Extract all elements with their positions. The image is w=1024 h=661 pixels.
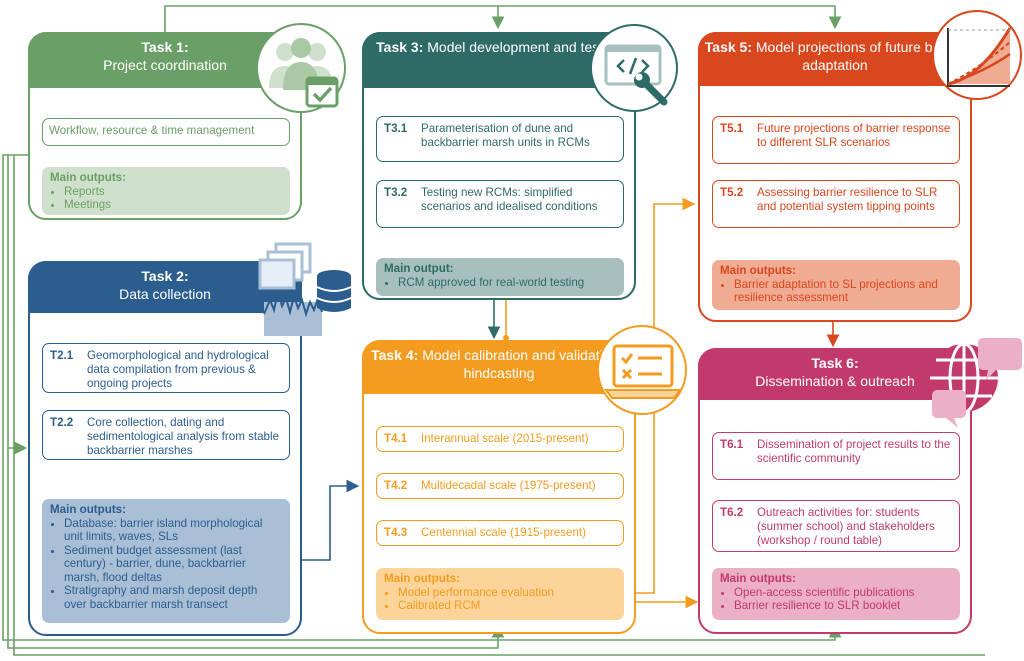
- task-1-output-item: Reports: [64, 185, 282, 199]
- task-2-outputs-title: Main outputs:: [50, 503, 126, 516]
- task-6-output-item: Open-access scientific publications: [734, 586, 952, 600]
- projection-graph-icon: [932, 10, 1022, 100]
- task-2-subtask-1: T2.1 Geomorphological and hydrological d…: [42, 343, 290, 393]
- team-calendar-icon: [256, 23, 346, 113]
- task-3-subtask-1: T3.1 Parameterisation of dune and backba…: [376, 116, 624, 162]
- subtask-code: T6.1: [720, 438, 744, 451]
- checklist-laptop-icon: [597, 325, 687, 415]
- subtask-text: Interannual scale (2015-present): [421, 432, 589, 445]
- task-1-title: Project coordination: [103, 57, 227, 73]
- task-1-subtask: Workflow, resource & time management: [42, 118, 290, 146]
- subtask-code: T5.1: [720, 122, 744, 135]
- task-3-card: Task 3: Model development and testing T3…: [362, 32, 636, 300]
- task-4-card: Task 4: Model calibration and validation…: [362, 340, 636, 634]
- subtask-code: T2.2: [50, 416, 74, 429]
- task-4-outputs-title: Main outputs:: [384, 572, 460, 585]
- task-4-header: Task 4: Model calibration and validation…: [362, 340, 636, 394]
- subtask-code: T3.1: [384, 122, 408, 135]
- task-2-outputs: Main outputs: Database: barrier island m…: [42, 499, 290, 623]
- task-5-subtask-2: T5.2 Assessing barrier resilience to SLR…: [712, 180, 960, 228]
- task-3-outputs-title: Main output:: [384, 262, 454, 275]
- task-1-label: Task 1:: [141, 39, 189, 55]
- globe-chat-icon: [930, 338, 1022, 428]
- task-6-outputs: Main outputs: Open-access scientific pub…: [712, 568, 960, 620]
- task-6-label: Task 6:: [811, 355, 859, 371]
- code-wrench-icon: [590, 24, 678, 112]
- subtask-text: Multidecadal scale (1975-present): [421, 479, 596, 492]
- subtask-text: Assessing barrier resilience to SLR and …: [757, 186, 938, 213]
- task-2-subtask-2: T2.2 Core collection, dating and sedimen…: [42, 410, 290, 460]
- task-5-header: Task 5: Model projections of future barr…: [698, 32, 972, 86]
- subtask-text: Centennial scale (1915-present): [421, 526, 586, 539]
- task-6-output-item: Barrier resilience to SLR booklet: [734, 599, 952, 613]
- database-chart-icon: [258, 242, 352, 336]
- subtask-text: Dissemination of project results to the …: [757, 438, 951, 465]
- task-1-outputs-title: Main outputs:: [50, 171, 126, 184]
- task-3-label: Task 3:: [376, 39, 424, 55]
- task-5-output-item: Barrier adaptation to SL projections and…: [734, 278, 952, 305]
- subtask-code: T5.2: [720, 186, 744, 199]
- subtask-text: Geomorphological and hydrological data c…: [87, 349, 269, 390]
- task-3-header: Task 3: Model development and testing: [362, 32, 636, 88]
- task-4-title: Model calibration and validation - hindc…: [422, 347, 627, 381]
- task-6-outputs-title: Main outputs:: [720, 572, 796, 585]
- task-5-title: Model projections of future barrier adap…: [755, 39, 966, 73]
- task-5-outputs: Main outputs: Barrier adaptation to SL p…: [712, 260, 960, 310]
- task-6-card: Task 6: Dissemination & outreach T6.1 Di…: [698, 348, 972, 634]
- subtask-code: T4.3: [384, 526, 408, 539]
- subtask-text: Core collection, dating and sedimentolog…: [87, 416, 280, 457]
- task-4-subtask-1: T4.1 Interannual scale (2015-present): [376, 426, 624, 452]
- task-4-subtask-2: T4.2 Multidecadal scale (1975-present): [376, 473, 624, 499]
- task-3-outputs: Main output: RCM approved for real-world…: [376, 258, 624, 296]
- task-5-outputs-title: Main outputs:: [720, 264, 796, 277]
- task-5-card: Task 5: Model projections of future barr…: [698, 32, 972, 322]
- task-2-output-item: Sediment budget assessment (last century…: [64, 544, 282, 585]
- task-6-title: Dissemination & outreach: [755, 373, 915, 389]
- subtask-text: Parameterisation of dune and backbarrier…: [421, 122, 590, 149]
- task-2-label: Task 2:: [141, 268, 189, 284]
- task-6-header: Task 6: Dissemination & outreach: [698, 348, 972, 400]
- task-2-output-item: Stratigraphy and marsh deposit depth ove…: [64, 584, 282, 611]
- subtask-code: T6.2: [720, 506, 744, 519]
- task-4-output-item: Calibrated RCM: [398, 599, 616, 613]
- task-5-subtask-1: T5.1 Future projections of barrier respo…: [712, 116, 960, 164]
- task-4-label: Task 4:: [371, 347, 419, 363]
- task-2-title: Data collection: [119, 286, 211, 302]
- subtask-code: T4.2: [384, 479, 408, 492]
- subtask-text: Outreach activities for: students (summe…: [757, 506, 935, 547]
- task-2-output-item: Database: barrier island morphological u…: [64, 517, 282, 544]
- task-6-subtask-1: T6.1 Dissemination of project results to…: [712, 432, 960, 480]
- task-4-subtask-3: T4.3 Centennial scale (1915-present): [376, 520, 624, 546]
- task-3-output-item: RCM approved for real-world testing: [398, 276, 616, 290]
- subtask-text: Future projections of barrier response t…: [757, 122, 951, 149]
- task-2-card: Task 2: Data collection T2.1 Geomorpholo…: [28, 261, 302, 636]
- task-1-subtask-text: Workflow, resource & time management: [49, 124, 255, 137]
- task-1-outputs: Main outputs: Reports Meetings: [42, 167, 290, 215]
- task-3-subtask-2: T3.2 Testing new RCMs: simplified scenar…: [376, 180, 624, 228]
- task-4-outputs: Main outputs: Model performance evaluati…: [376, 568, 624, 620]
- subtask-code: T2.1: [50, 349, 74, 362]
- subtask-code: T3.2: [384, 186, 408, 199]
- task-5-label: Task 5:: [704, 39, 752, 55]
- task-2-header: Task 2: Data collection: [28, 261, 302, 313]
- subtask-code: T4.1: [384, 432, 408, 445]
- task-1-output-item: Meetings: [64, 198, 282, 212]
- task-1-header: Task 1: Project coordination: [28, 32, 302, 88]
- subtask-text: Testing new RCMs: simplified scenarios a…: [421, 186, 598, 213]
- task-4-output-item: Model performance evaluation: [398, 586, 616, 600]
- task-1-card: Task 1: Project coordination Workflow, r…: [28, 32, 302, 220]
- task-3-title: Model development and testing: [427, 39, 622, 55]
- task-6-subtask-2: T6.2 Outreach activities for: students (…: [712, 500, 960, 552]
